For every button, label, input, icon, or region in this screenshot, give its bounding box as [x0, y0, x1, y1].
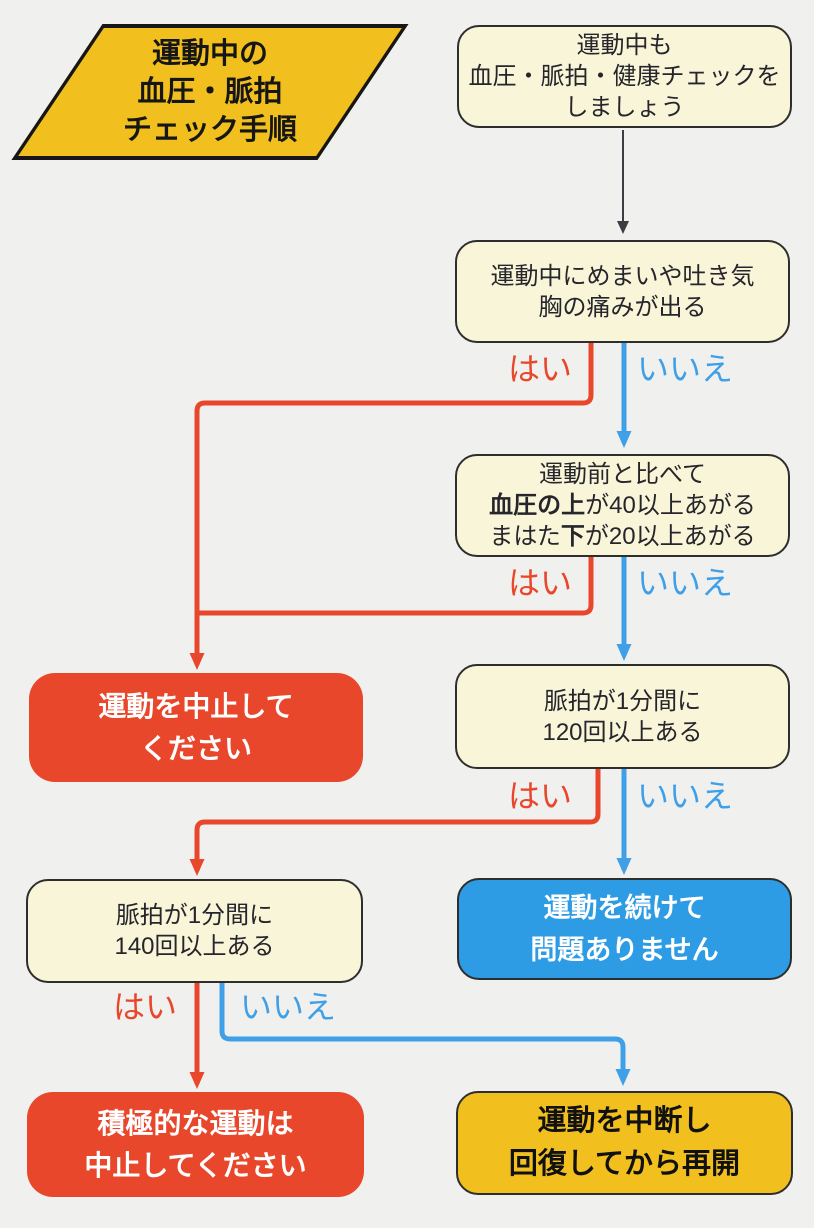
result-pause-line: 運動を中断し [537, 1105, 712, 1137]
start-node: 運動中も 血圧・脈拍・健康チェックを しましょう [457, 25, 792, 128]
bp-lower-pre: まはた [489, 523, 561, 550]
decision-pulse-140: 脈拍が1分間に 140回以上ある [26, 879, 363, 983]
result-stop-line: ください [139, 732, 252, 764]
start-line: 運動中も [576, 32, 673, 59]
title-line: 運動中の [151, 38, 268, 70]
edge-bp-yes [197, 557, 594, 616]
edge-label-yes-symptoms: はい [508, 351, 573, 387]
result-continue-ok: 運動を続けて 問題ありません [457, 878, 792, 980]
edge-pulse120-yes [189, 769, 601, 876]
edge-pulse140-no [219, 983, 631, 1086]
result-continue-line: 問題ありません [530, 935, 719, 965]
result-stop-line: 運動を中止して [98, 690, 294, 722]
result-stop-active-line: 中止してください [84, 1149, 307, 1181]
bp-lower-rest: が20以上あがる [584, 523, 756, 550]
bp-upper-bold: 血圧の上 [489, 492, 586, 519]
decision-blood-pressure: 運動前と比べて 血圧の上が40以上あがる まはた下が20以上あがる [455, 454, 790, 557]
decision-bp-line2: 血圧の上が40以上あがる [489, 490, 756, 521]
edge-label-no-bp: いいえ [637, 565, 734, 601]
result-stop-active-exercise: 積極的な運動は 中止してください [27, 1092, 364, 1197]
decision-pulse120-line: 脈拍が1分間に [543, 687, 702, 715]
bp-lower-bold: 下 [560, 523, 585, 550]
edge-label-yes-bp: はい [508, 565, 573, 601]
start-line: しましょう [564, 94, 685, 121]
result-pause-resume: 運動を中断し 回復してから再開 [456, 1091, 793, 1195]
decision-symptoms-line: 運動中にめまいや吐き気 [490, 262, 755, 290]
decision-bp-line1: 運動前と比べて [538, 461, 707, 488]
decision-symptoms: 運動中にめまいや吐き気 胸の痛みが出る [455, 240, 790, 343]
result-stop-exercise: 運動を中止して ください [29, 673, 363, 782]
edge-label-yes-pulse120: はい [508, 778, 573, 814]
decision-symptoms-line: 胸の痛みが出る [538, 293, 707, 321]
decision-pulse140-line: 脈拍が1分間に [115, 902, 274, 929]
decision-pulse120-line: 120回以上ある [542, 718, 703, 746]
edge-label-yes-pulse140: はい [113, 989, 178, 1025]
edge-symptoms-yes [189, 343, 594, 670]
result-pause-line: 回復してから再開 [508, 1148, 741, 1180]
edge-label-no-symptoms: いいえ [637, 351, 734, 387]
start-line: 血圧・脈拍・健康チェックを [468, 63, 781, 90]
decision-pulse140-line: 140回以上ある [114, 933, 275, 960]
bp-upper-rest: が40以上あがる [585, 492, 756, 519]
decision-bp-line3: まはた下が20以上あがる [489, 521, 755, 552]
result-continue-line: 運動を続けて [543, 893, 706, 923]
title-line: チェック手順 [122, 114, 297, 146]
title-line: 血圧・脈拍 [137, 76, 283, 108]
edge-label-no-pulse120: いいえ [637, 778, 734, 814]
result-stop-active-line: 積極的な運動は [97, 1107, 294, 1139]
decision-pulse-120: 脈拍が1分間に 120回以上ある [455, 664, 790, 769]
edge-label-no-pulse140: いいえ [240, 989, 337, 1025]
